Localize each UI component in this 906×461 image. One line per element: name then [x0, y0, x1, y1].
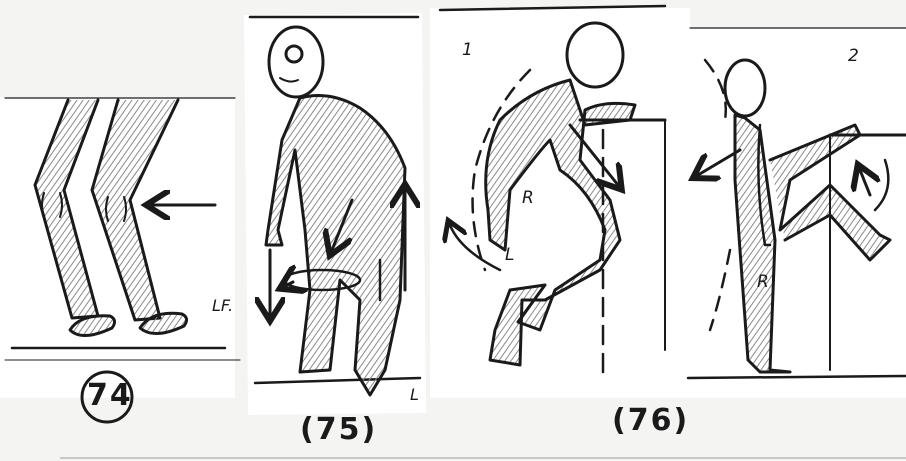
caption-figure-76: (76)	[612, 403, 689, 438]
caption-figure-75: (75)	[300, 412, 377, 447]
label-lf: LF.	[212, 296, 233, 315]
label-r-bent-leg: R	[522, 188, 534, 208]
label-step-1: 1	[462, 40, 473, 60]
label-step-2: 2	[848, 46, 859, 66]
label-l-edge: L	[410, 385, 419, 404]
label-r-standing-leg: R	[757, 272, 769, 292]
label-l-bent-leg: L	[505, 245, 514, 265]
caption-figure-74: 74	[87, 378, 133, 413]
